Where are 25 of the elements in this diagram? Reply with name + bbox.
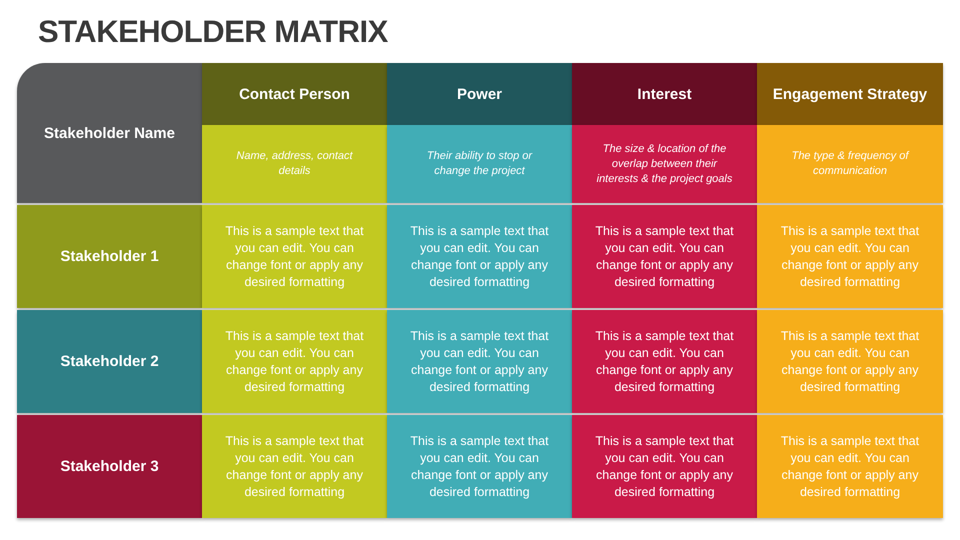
text-cell: This is a sample text that you can edit. You can change font or apply any desired formatting (757, 205, 943, 308)
text-cell: This is a sample text that you can edit. You can change font or apply any desired formatting (387, 310, 572, 413)
column-description-cell: The type & frequency of communication (757, 125, 943, 203)
column-description-cell: Name, address, contact details (202, 125, 387, 203)
row-header-cell: Stakeholder 2 (17, 310, 202, 413)
text-cell: This is a sample text that you can edit. You can change font or apply any desired formatting (202, 310, 387, 413)
text-cell: This is a sample text that you can edit. You can change font or apply any desired formatting (757, 310, 943, 413)
column-header-cell: Power (387, 63, 572, 125)
text-cell: This is a sample text that you can edit. You can change font or apply any desired formatting (572, 205, 757, 308)
text-cell: This is a sample text that you can edit. You can change font or apply any desired formatting (757, 415, 943, 518)
text-cell: This is a sample text that you can edit. You can change font or apply any desired formatting (387, 415, 572, 518)
column-description-cell: The size & location of the overlap between their interests & the project goals (572, 125, 757, 203)
column-header-cell: Contact Person (202, 63, 387, 125)
row-header-cell: Stakeholder 3 (17, 415, 202, 518)
column-header-cell: Engagement Strategy (757, 63, 943, 125)
row-header-cell: Stakeholder Name (17, 63, 202, 203)
text-cell: This is a sample text that you can edit. You can change font or apply any desired formatting (202, 205, 387, 308)
text-cell: This is a sample text that you can edit. You can change font or apply any desired formatting (202, 415, 387, 518)
text-cell: This is a sample text that you can edit. You can change font or apply any desired formatting (572, 415, 757, 518)
text-cell: This is a sample text that you can edit. You can change font or apply any desired formatting (572, 310, 757, 413)
column-header-cell: Interest (572, 63, 757, 125)
column-description-cell: Their ability to stop or change the project (387, 125, 572, 203)
row-header-cell: Stakeholder 1 (17, 205, 202, 308)
title: STAKEHOLDER MATRIX (38, 14, 388, 50)
text-cell: This is a sample text that you can edit. You can change font or apply any desired formatting (387, 205, 572, 308)
